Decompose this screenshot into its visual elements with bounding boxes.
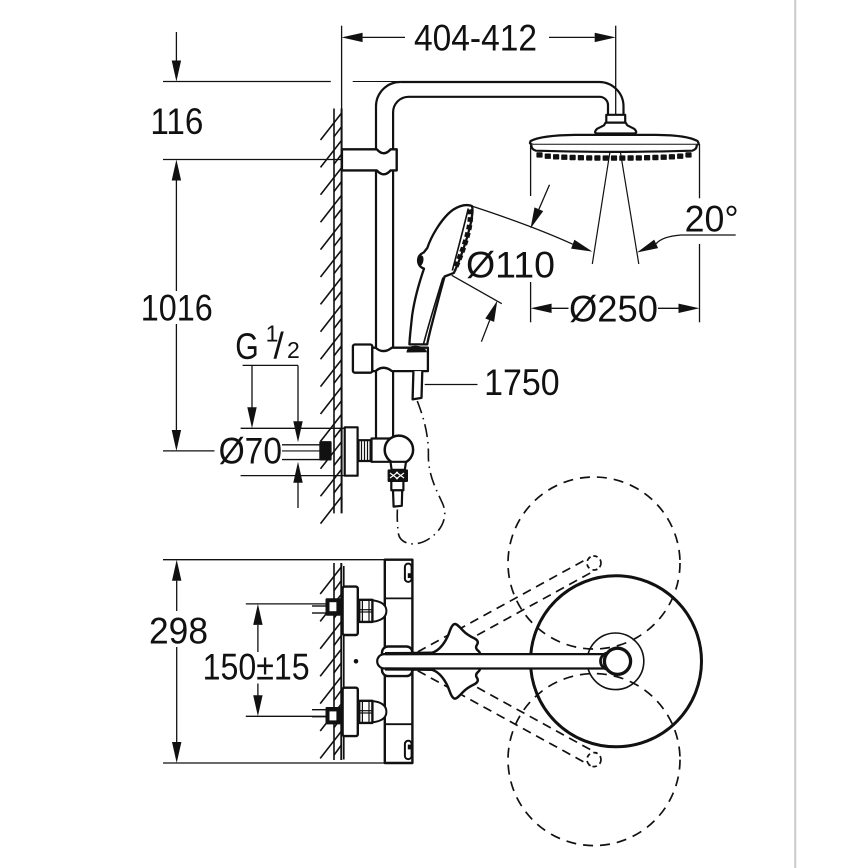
svg-text:Ø70: Ø70 (219, 431, 282, 472)
svg-text:116: 116 (150, 101, 203, 142)
svg-text:Ø250: Ø250 (569, 289, 658, 330)
svg-text:1: 1 (266, 321, 279, 347)
svg-text:20°: 20° (685, 199, 739, 240)
svg-text:G: G (235, 326, 258, 367)
svg-text:298: 298 (149, 611, 208, 652)
svg-text:1016: 1016 (141, 288, 213, 329)
svg-text:/: / (274, 326, 285, 367)
svg-text:Ø110: Ø110 (466, 245, 555, 286)
svg-text:404-412: 404-412 (414, 18, 537, 59)
svg-text:1750: 1750 (484, 362, 559, 403)
svg-text:2: 2 (287, 337, 300, 363)
svg-text:150±15: 150±15 (203, 647, 310, 688)
